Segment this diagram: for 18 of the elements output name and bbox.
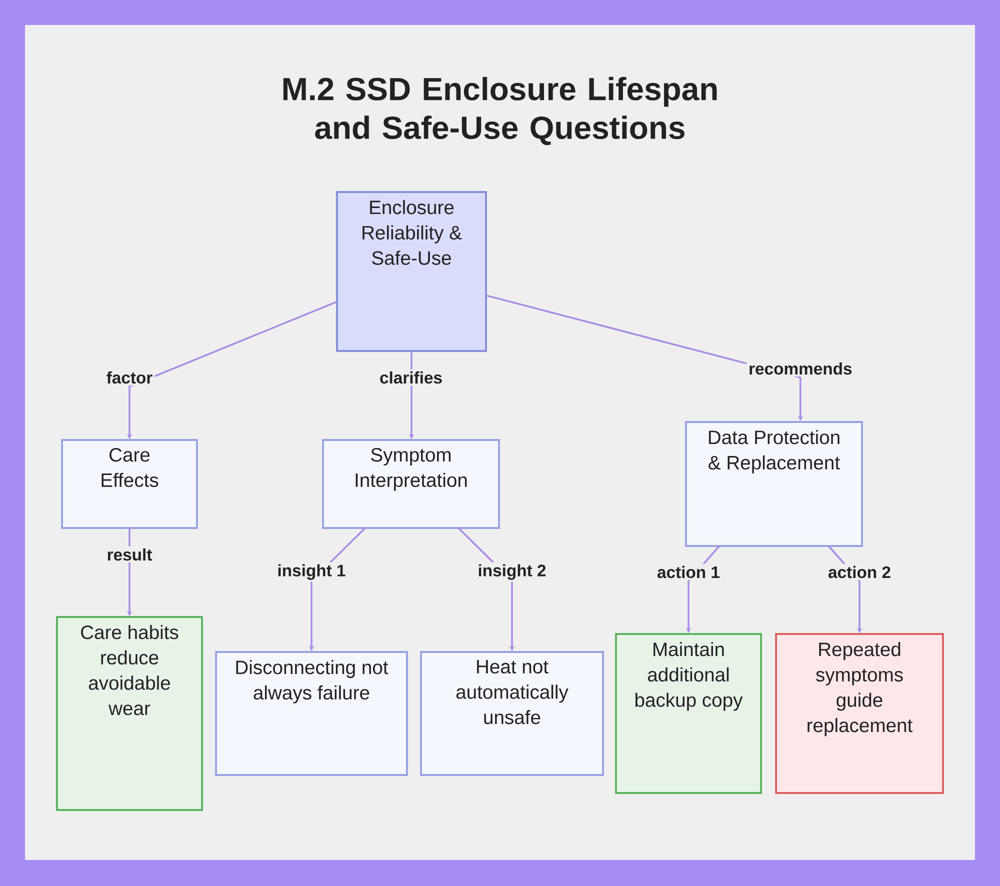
edge-label: result (104, 546, 154, 563)
edge-label: action 1 (655, 564, 722, 580)
title: M.2 SSD Enclosure Lifespan and Safe-Use Questions (283, 76, 717, 146)
box: Care habits reduce avoidable wear (56, 616, 203, 811)
box: Care Effects (61, 439, 198, 529)
edge-label: clarifies (378, 369, 444, 386)
edge-label: action 2 (826, 564, 893, 580)
edge-label: recommends (746, 360, 854, 377)
topic-box: Enclosure Reliability & Safe-Use (336, 191, 487, 352)
box: Maintain additional backup copy (615, 633, 762, 794)
edge-label: insight 2 (476, 562, 548, 582)
box: Symptom Interpretation (322, 439, 500, 529)
edge-label: insight 1 (275, 562, 348, 582)
box: Disconnecting not always failure (215, 651, 408, 776)
box: Heat not automatically unsafe (420, 651, 604, 776)
box: Data Protection & Replacement (685, 421, 863, 547)
edge-label: factor (104, 369, 155, 386)
box: Repeated symptoms guide replacement (775, 633, 944, 794)
